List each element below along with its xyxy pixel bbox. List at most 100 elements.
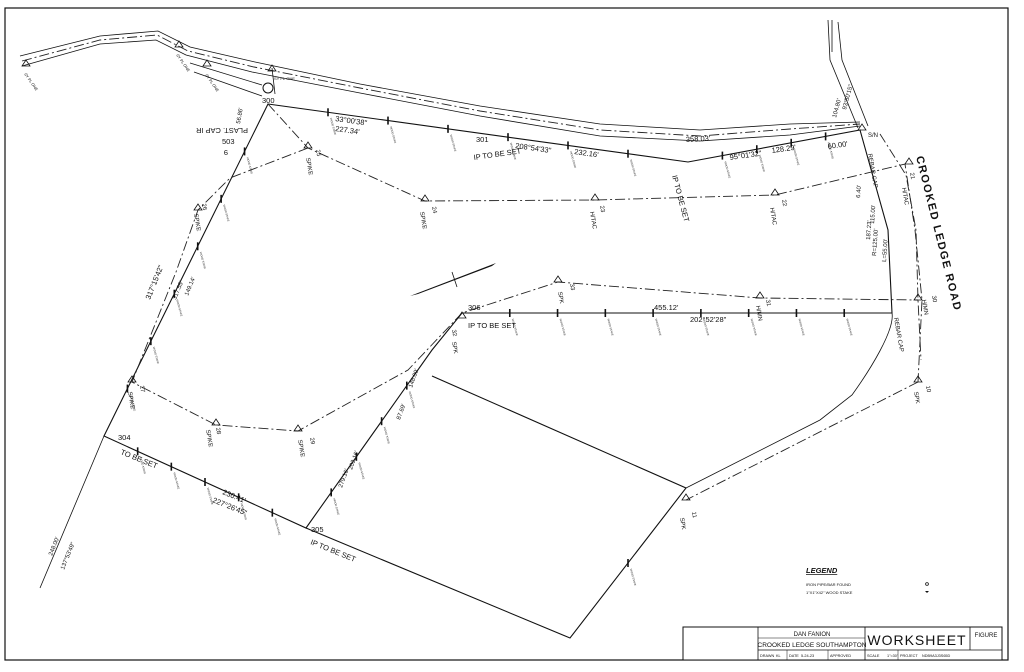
side-road [189, 62, 276, 97]
corner-300-label: 300 [262, 96, 275, 105]
wood-stake-marker: WOOD STAKE [795, 309, 806, 336]
point-type: SPIKE [418, 211, 427, 229]
svg-text:WOOD STAKE: WOOD STAKE [797, 318, 805, 336]
wood-stake-marker: WOOD STAKE [271, 508, 282, 536]
client-name: DAN FANION [794, 632, 831, 638]
point-type: SPK [912, 391, 920, 404]
date-label: DATE [789, 654, 799, 658]
distance-label: 227.34' [335, 124, 361, 136]
wood-stake-marker: WOOD STAKE [387, 116, 397, 144]
wood-stake-marker: WOOD STAKE [721, 151, 732, 179]
corner-9-label: 9 [224, 148, 228, 157]
traverse-point: 31H/MN [754, 291, 771, 321]
point-id: 22 [780, 199, 787, 207]
svg-text:WOOD STAKE: WOOD STAKE [629, 159, 637, 177]
point-type: SPK [556, 291, 564, 304]
wood-stake-marker: WOOD STAKE [790, 138, 801, 166]
road-marker: SY PL ONE [267, 64, 295, 81]
wood-stake-marker: WOOD STAKE [327, 108, 337, 136]
sheet-border [4, 7, 1009, 661]
wood-stake-marker: WOOD STAKE [843, 309, 854, 336]
road-marker-note: SY PL ONE [204, 73, 220, 93]
legend-title: LEGEND [806, 566, 838, 575]
wood-stake-marker: WOOD STAKE [627, 559, 637, 586]
wood-stake-marker: WOOD STAKE [755, 145, 766, 173]
distance-label: 358.03' [686, 134, 711, 144]
wood-stake-marker: WOOD STAKE [508, 309, 519, 336]
distance-label: 60.00' [827, 139, 849, 151]
scale-label: SCALE [867, 654, 880, 658]
point-id: 33 [568, 283, 575, 291]
traverse-point: 22H/TAC [768, 188, 787, 226]
road-edges [19, 19, 922, 361]
upper-parcel-boundary [103, 103, 893, 529]
svg-text:WOOD STAKE: WOOD STAKE [629, 568, 637, 586]
figure-label: FIGURE [975, 633, 998, 639]
scale-value: 1"=30' [887, 654, 898, 658]
corner-306-label: 306 [468, 303, 481, 312]
wood-stake-marker: WOOD STAKE [747, 309, 758, 336]
svg-text:WOOD STAKE: WOOD STAKE [152, 346, 160, 364]
corner-304-label: 304 [118, 433, 131, 442]
wood-stake-marker: WOOD STAKE [243, 147, 254, 175]
curve-label: 104.80' [832, 98, 843, 118]
wood-stake-marker: WOOD STAKE [700, 309, 710, 336]
wood-stake-marker: WOOD STAKE [380, 417, 391, 445]
point-id: 29 [308, 437, 315, 445]
point-type: SPIKE [296, 439, 305, 457]
curve-label: 87.69' [396, 403, 407, 420]
wood-stake-marker: WOOD STAKE [330, 488, 341, 516]
wood-stake-marker: WOOD STAKE [196, 242, 207, 270]
wood-stake-marker: WOOD STAKE [220, 194, 231, 222]
svg-text:WOOD STAKE: WOOD STAKE [128, 394, 136, 412]
point-id: 27 [138, 385, 145, 393]
north-road-edge [827, 19, 869, 129]
wood-stake-marker: WOOD STAKE [150, 337, 160, 364]
svg-text:WOOD STAKE: WOOD STAKE [750, 318, 758, 336]
road-marker: S/N [857, 123, 878, 139]
wood-stake-marker: WOOD STAKE [405, 381, 416, 409]
iron-pipe-symbol [925, 582, 929, 586]
bearing-label: 202°52'28" [690, 315, 727, 324]
sheet-title: WORKSHEET [867, 632, 966, 648]
svg-text:WOOD STAKE: WOOD STAKE [246, 157, 254, 175]
project-number-label: PROJECT [900, 654, 918, 658]
curve-label: 137°53'49" [60, 542, 76, 571]
curve-label: 248.00' [48, 536, 61, 556]
svg-text:WOOD STAKE: WOOD STAKE [172, 472, 180, 490]
svg-text:WOOD STAKE: WOOD STAKE [139, 457, 147, 475]
svg-text:WOOD STAKE: WOOD STAKE [606, 318, 614, 336]
svg-text:WOOD STAKE: WOOD STAKE [199, 252, 207, 270]
point-id: 23 [598, 205, 605, 213]
svg-text:WOOD STAKE: WOOD STAKE [654, 318, 662, 336]
curve-label: 148.09' [408, 368, 420, 388]
road-marker-note: SY PL ONE [274, 76, 295, 81]
curve-label: 6.40' [856, 185, 863, 198]
svg-text:WOOD STAKE: WOOD STAKE [827, 142, 835, 160]
wood-stake-marker: WOOD STAKE [652, 309, 663, 336]
point-id: 32 [450, 329, 457, 337]
svg-text:WOOD STAKE: WOOD STAKE [702, 318, 710, 336]
bearing-label: 33°00'38" [335, 114, 368, 127]
svg-text:WOOD STAKE: WOOD STAKE [509, 142, 517, 160]
approved-label: APPROVED [830, 654, 851, 658]
corner-305-note: IP TO BE SET [309, 538, 357, 564]
road-marker: SY PL ONE [21, 59, 39, 92]
road-edge-north [19, 30, 861, 131]
curve-label: 187.23' [866, 220, 873, 240]
point-type: SPIKE [192, 213, 201, 231]
svg-text:WOOD STAKE: WOOD STAKE [240, 503, 248, 521]
point-id: 11 [690, 511, 697, 519]
point-type: H/TAC [768, 207, 777, 226]
corner-307-note: REBAR CAP [892, 317, 904, 352]
road-edge-south [21, 39, 861, 142]
